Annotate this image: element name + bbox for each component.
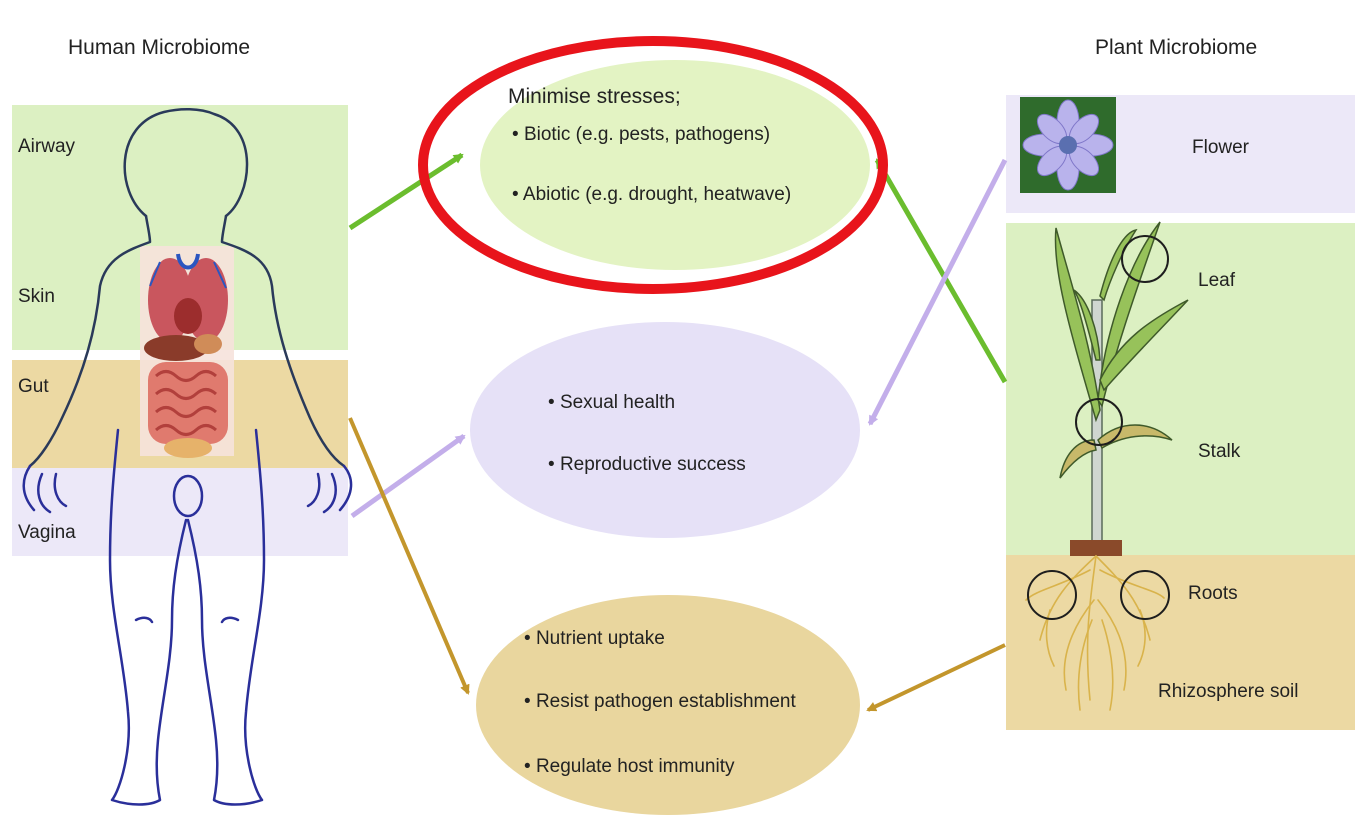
vagina-label: Vagina <box>18 522 76 543</box>
airway-label: Airway <box>18 136 76 157</box>
human-microbiome-panel: Human Microbiome Airway Skin Gut Vagina <box>12 36 351 805</box>
arrow-plant-to-reproduction <box>870 160 1005 424</box>
stress-bullet-biotic: • Biotic (e.g. pests, pathogens) <box>512 124 770 145</box>
nutrition-bullet-regulate-immunity: • Regulate host immunity <box>524 756 735 777</box>
organs-illustration <box>140 246 234 458</box>
human-microbiome-title: Human Microbiome <box>68 36 250 59</box>
repro-bullet-sexual-health: • Sexual health <box>548 392 675 413</box>
arrow-human-to-nutrition <box>350 418 468 693</box>
rhizosphere-label: Rhizosphere soil <box>1158 681 1298 702</box>
flower-photo <box>1020 97 1116 193</box>
plant-microbiome-title: Plant Microbiome <box>1095 36 1257 59</box>
nutrition-benefit-oval: • Nutrient uptake • Resist pathogen esta… <box>476 595 860 815</box>
reproduction-benefit-oval: • Sexual health • Reproductive success <box>470 322 860 538</box>
repro-bullet-reproductive-success: • Reproductive success <box>548 454 746 475</box>
skin-label: Skin <box>18 286 55 307</box>
root-band <box>1006 555 1355 730</box>
nutrition-bullet-resist-pathogen: • Resist pathogen establishment <box>524 691 796 712</box>
stalk-label: Stalk <box>1198 441 1241 462</box>
flower-label: Flower <box>1192 137 1250 158</box>
nutrition-bullet-nutrient-uptake: • Nutrient uptake <box>524 628 665 649</box>
stress-heading: Minimise stresses; <box>508 85 681 108</box>
roots-label: Roots <box>1188 583 1238 604</box>
arrow-plant-to-nutrition <box>868 645 1005 710</box>
leaf-label: Leaf <box>1198 270 1236 291</box>
stress-bullet-abiotic: • Abiotic (e.g. drought, heatwave) <box>512 184 791 205</box>
stress-benefit-oval: Minimise stresses; • Biotic (e.g. pests,… <box>480 60 870 270</box>
arrow-human-to-reproduction <box>352 436 464 516</box>
gut-label: Gut <box>18 376 49 397</box>
plant-microbiome-panel: Plant Microbiome Flower Leaf Stalk Roots… <box>1006 36 1355 730</box>
